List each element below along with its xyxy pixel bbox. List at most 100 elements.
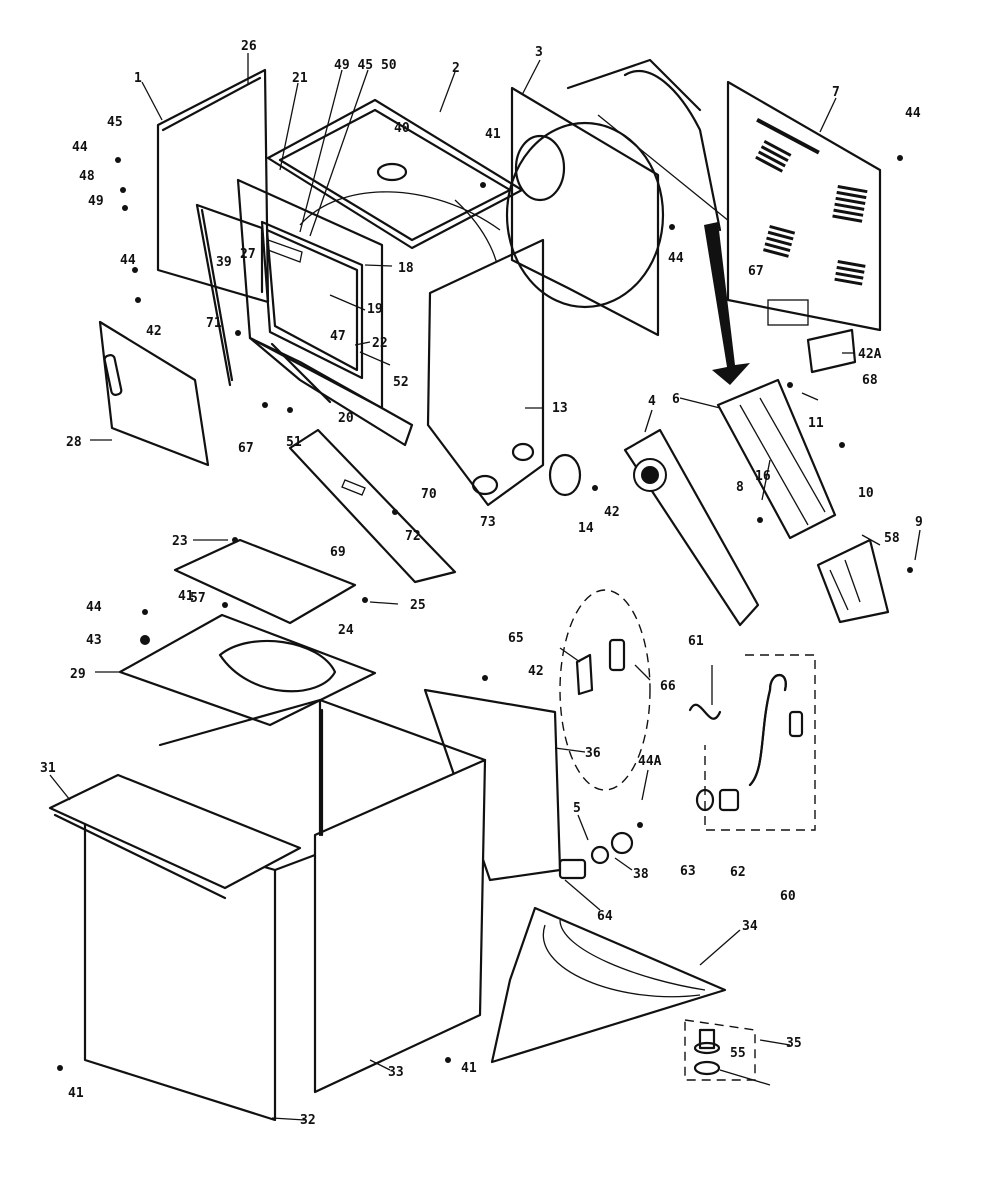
- direction-arrow: [704, 222, 750, 385]
- callout-8: 8: [736, 480, 744, 495]
- rear-panel: [726, 80, 882, 332]
- callout-11: 11: [808, 416, 824, 431]
- callout-34: 34: [742, 919, 758, 934]
- callout-labels: 26 49 45 50 1 21 2 3 7 44 45 44 48 4 9 40…: [40, 39, 923, 1128]
- callout-18: 18: [398, 261, 414, 276]
- callout-41: 41: [178, 589, 194, 604]
- toe-panel: [288, 428, 457, 584]
- callout-52: 52: [393, 375, 409, 390]
- callout-1: 1: [134, 71, 142, 86]
- callout-43: 43: [86, 633, 102, 648]
- callout-22: 22: [372, 336, 388, 351]
- callout-61: 61: [688, 634, 704, 649]
- callout-16: 16: [755, 469, 771, 484]
- callout-25: 25: [410, 598, 426, 613]
- vent-clamp: [688, 703, 722, 720]
- hose-fittings: [558, 788, 740, 880]
- callout-41: 41: [461, 1061, 477, 1076]
- door-gasket-frame: [195, 203, 264, 387]
- callout-2: 2: [452, 61, 460, 76]
- callout-41: 41: [485, 127, 501, 142]
- fasteners: [57, 155, 913, 1071]
- callout-44: 44: [905, 106, 921, 121]
- callout-42: 42: [146, 324, 162, 339]
- callout-67: 67: [238, 441, 254, 456]
- callout-41: 41: [68, 1086, 84, 1101]
- heater-element: [816, 538, 890, 624]
- cabinet-side: [158, 698, 487, 1094]
- toe-kick-bar: [48, 773, 302, 900]
- door: [98, 320, 210, 467]
- callout-36: 36: [585, 746, 601, 761]
- callout-4: 4: [648, 394, 656, 409]
- cabinet-front: [83, 813, 317, 1122]
- callout-68: 68: [862, 373, 878, 388]
- callout-5: 5: [573, 801, 581, 816]
- callout-28: 28: [66, 435, 82, 450]
- heater-bracket: [716, 378, 837, 540]
- motor-bracket: [575, 638, 626, 696]
- top-cover-plate: [173, 538, 357, 625]
- callout-13: 13: [552, 401, 568, 416]
- base-pan: [490, 906, 727, 1064]
- callout-49-45-50: 49 45 50: [334, 58, 397, 73]
- vent-hose: [748, 673, 804, 787]
- rear-bulkhead: [505, 86, 665, 337]
- callout-35: 35: [786, 1036, 802, 1051]
- callout-26: 26: [241, 39, 257, 54]
- callout-44: 44: [86, 600, 102, 615]
- callout-6: 6: [672, 392, 680, 407]
- callout-44: 44: [72, 140, 88, 155]
- callout-32: 32: [300, 1113, 316, 1128]
- callout-48: 48: [79, 169, 95, 184]
- callout-44: 44: [668, 251, 684, 266]
- callout-42A: 42A: [858, 347, 882, 362]
- callout-27: 27: [240, 247, 256, 262]
- callout-60: 60: [780, 889, 796, 904]
- callout-73: 73: [480, 515, 496, 530]
- callout-55: 55: [730, 1046, 746, 1061]
- callout-19: 19: [367, 302, 383, 317]
- callout-71: 71: [206, 316, 222, 331]
- callout-20: 20: [338, 411, 354, 426]
- callout-63: 63: [680, 864, 696, 879]
- leveling-foot: [693, 1028, 721, 1076]
- door-frame-panel: [236, 178, 384, 410]
- detail-circle: [559, 589, 651, 791]
- callout-64: 64: [597, 909, 613, 924]
- base-plate: [118, 613, 377, 727]
- callout-23: 23: [172, 534, 188, 549]
- callout-40: 40: [394, 121, 410, 136]
- leader-lines: [49, 53, 921, 1121]
- callout-42: 42: [528, 664, 544, 679]
- callout-21: 21: [292, 71, 308, 86]
- callout-58: 58: [884, 531, 900, 546]
- callout-67: 67: [748, 264, 764, 279]
- callout-45: 45: [107, 115, 123, 130]
- callout-44A: 44A: [638, 754, 662, 769]
- callout-7: 7: [832, 85, 840, 100]
- callout-29: 29: [70, 667, 86, 682]
- callout-3: 3: [535, 45, 543, 60]
- callout-10: 10: [858, 486, 874, 501]
- callout-14: 14: [578, 521, 594, 536]
- callout-62: 62: [730, 865, 746, 880]
- callout-31: 31: [40, 761, 56, 776]
- callout-57: 57: [190, 591, 206, 606]
- callout-9: 9: [915, 515, 923, 530]
- callout-70: 70: [421, 487, 437, 502]
- drum: [566, 58, 741, 232]
- callout-24: 24: [338, 623, 354, 638]
- side-panel: [426, 238, 545, 507]
- callout-47: 47: [330, 329, 346, 344]
- callout-65: 65: [508, 631, 524, 646]
- lint-chute: [248, 336, 414, 447]
- terminal-cover: [806, 328, 857, 374]
- callout-66: 66: [660, 679, 676, 694]
- callout-42: 42: [604, 505, 620, 520]
- callout-39: 39: [216, 255, 232, 270]
- callout-44: 44: [120, 253, 136, 268]
- exhaust-duct: [623, 428, 760, 627]
- hose-box: [704, 654, 816, 831]
